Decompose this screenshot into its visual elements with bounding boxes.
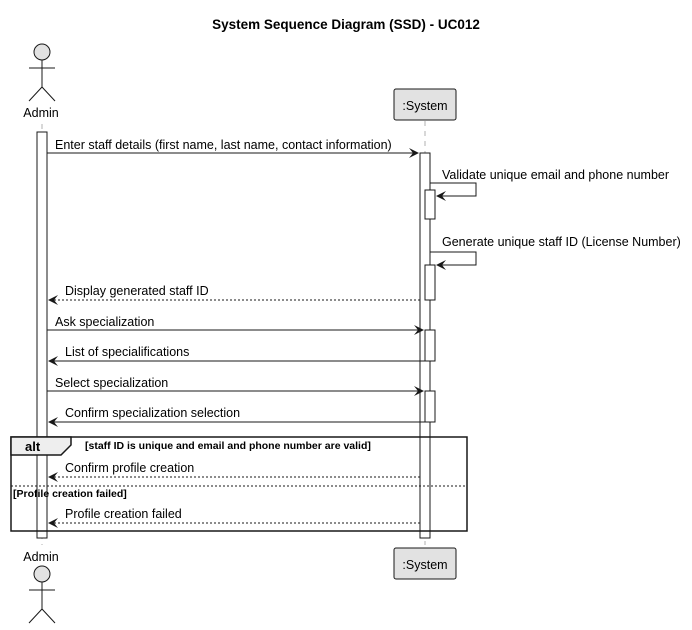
message-label-profile-failed: Profile creation failed [65, 507, 182, 521]
message-label-display-staff-id: Display generated staff ID [65, 284, 209, 298]
message-label-enter-staff-details: Enter staff details (first name, last na… [55, 138, 392, 152]
actor-head-icon [33, 565, 51, 583]
system-label-top: :System [402, 99, 447, 113]
system-activation-validate [424, 189, 436, 220]
system-participant-bottom: :System [393, 547, 457, 580]
self-message-arrow-validate [430, 182, 477, 201]
admin-actor-bottom: Admin [23, 550, 59, 624]
message-label-confirm-selection: Confirm specialization selection [65, 406, 240, 420]
self-message-arrow-generate [430, 251, 477, 270]
message-label-validate: Validate unique email and phone number [442, 168, 669, 182]
diagram-title: System Sequence Diagram (SSD) - UC012 [212, 17, 480, 32]
alt-keyword: alt [25, 439, 41, 454]
system-activation-generate [424, 264, 436, 301]
message-label-select-specialization: Select specialization [55, 376, 168, 390]
message-label-list-specializations: List of specialifications [65, 345, 189, 359]
system-activation-specialization [424, 329, 436, 362]
message-label-ask-specialization: Ask specialization [55, 315, 154, 329]
alt-fragment: alt [staff ID is unique and email and ph… [10, 436, 468, 532]
admin-activation-bar [36, 131, 48, 539]
system-activation-selection [424, 390, 436, 423]
alt-else-guard: [Profile creation failed] [13, 488, 127, 500]
message-label-generate: Generate unique staff ID (License Number… [442, 235, 681, 249]
alt-frame [10, 436, 468, 532]
system-label-bottom: :System [402, 558, 447, 572]
alt-tab [10, 436, 72, 456]
actor-head-icon [33, 43, 51, 61]
admin-actor-top: Admin [23, 43, 59, 120]
admin-label-top: Admin [23, 106, 58, 120]
system-participant-top: :System [393, 88, 457, 121]
alt-guard: [staff ID is unique and email and phone … [85, 440, 371, 452]
message-label-confirm-profile: Confirm profile creation [65, 461, 194, 475]
admin-label-bottom: Admin [23, 550, 58, 564]
